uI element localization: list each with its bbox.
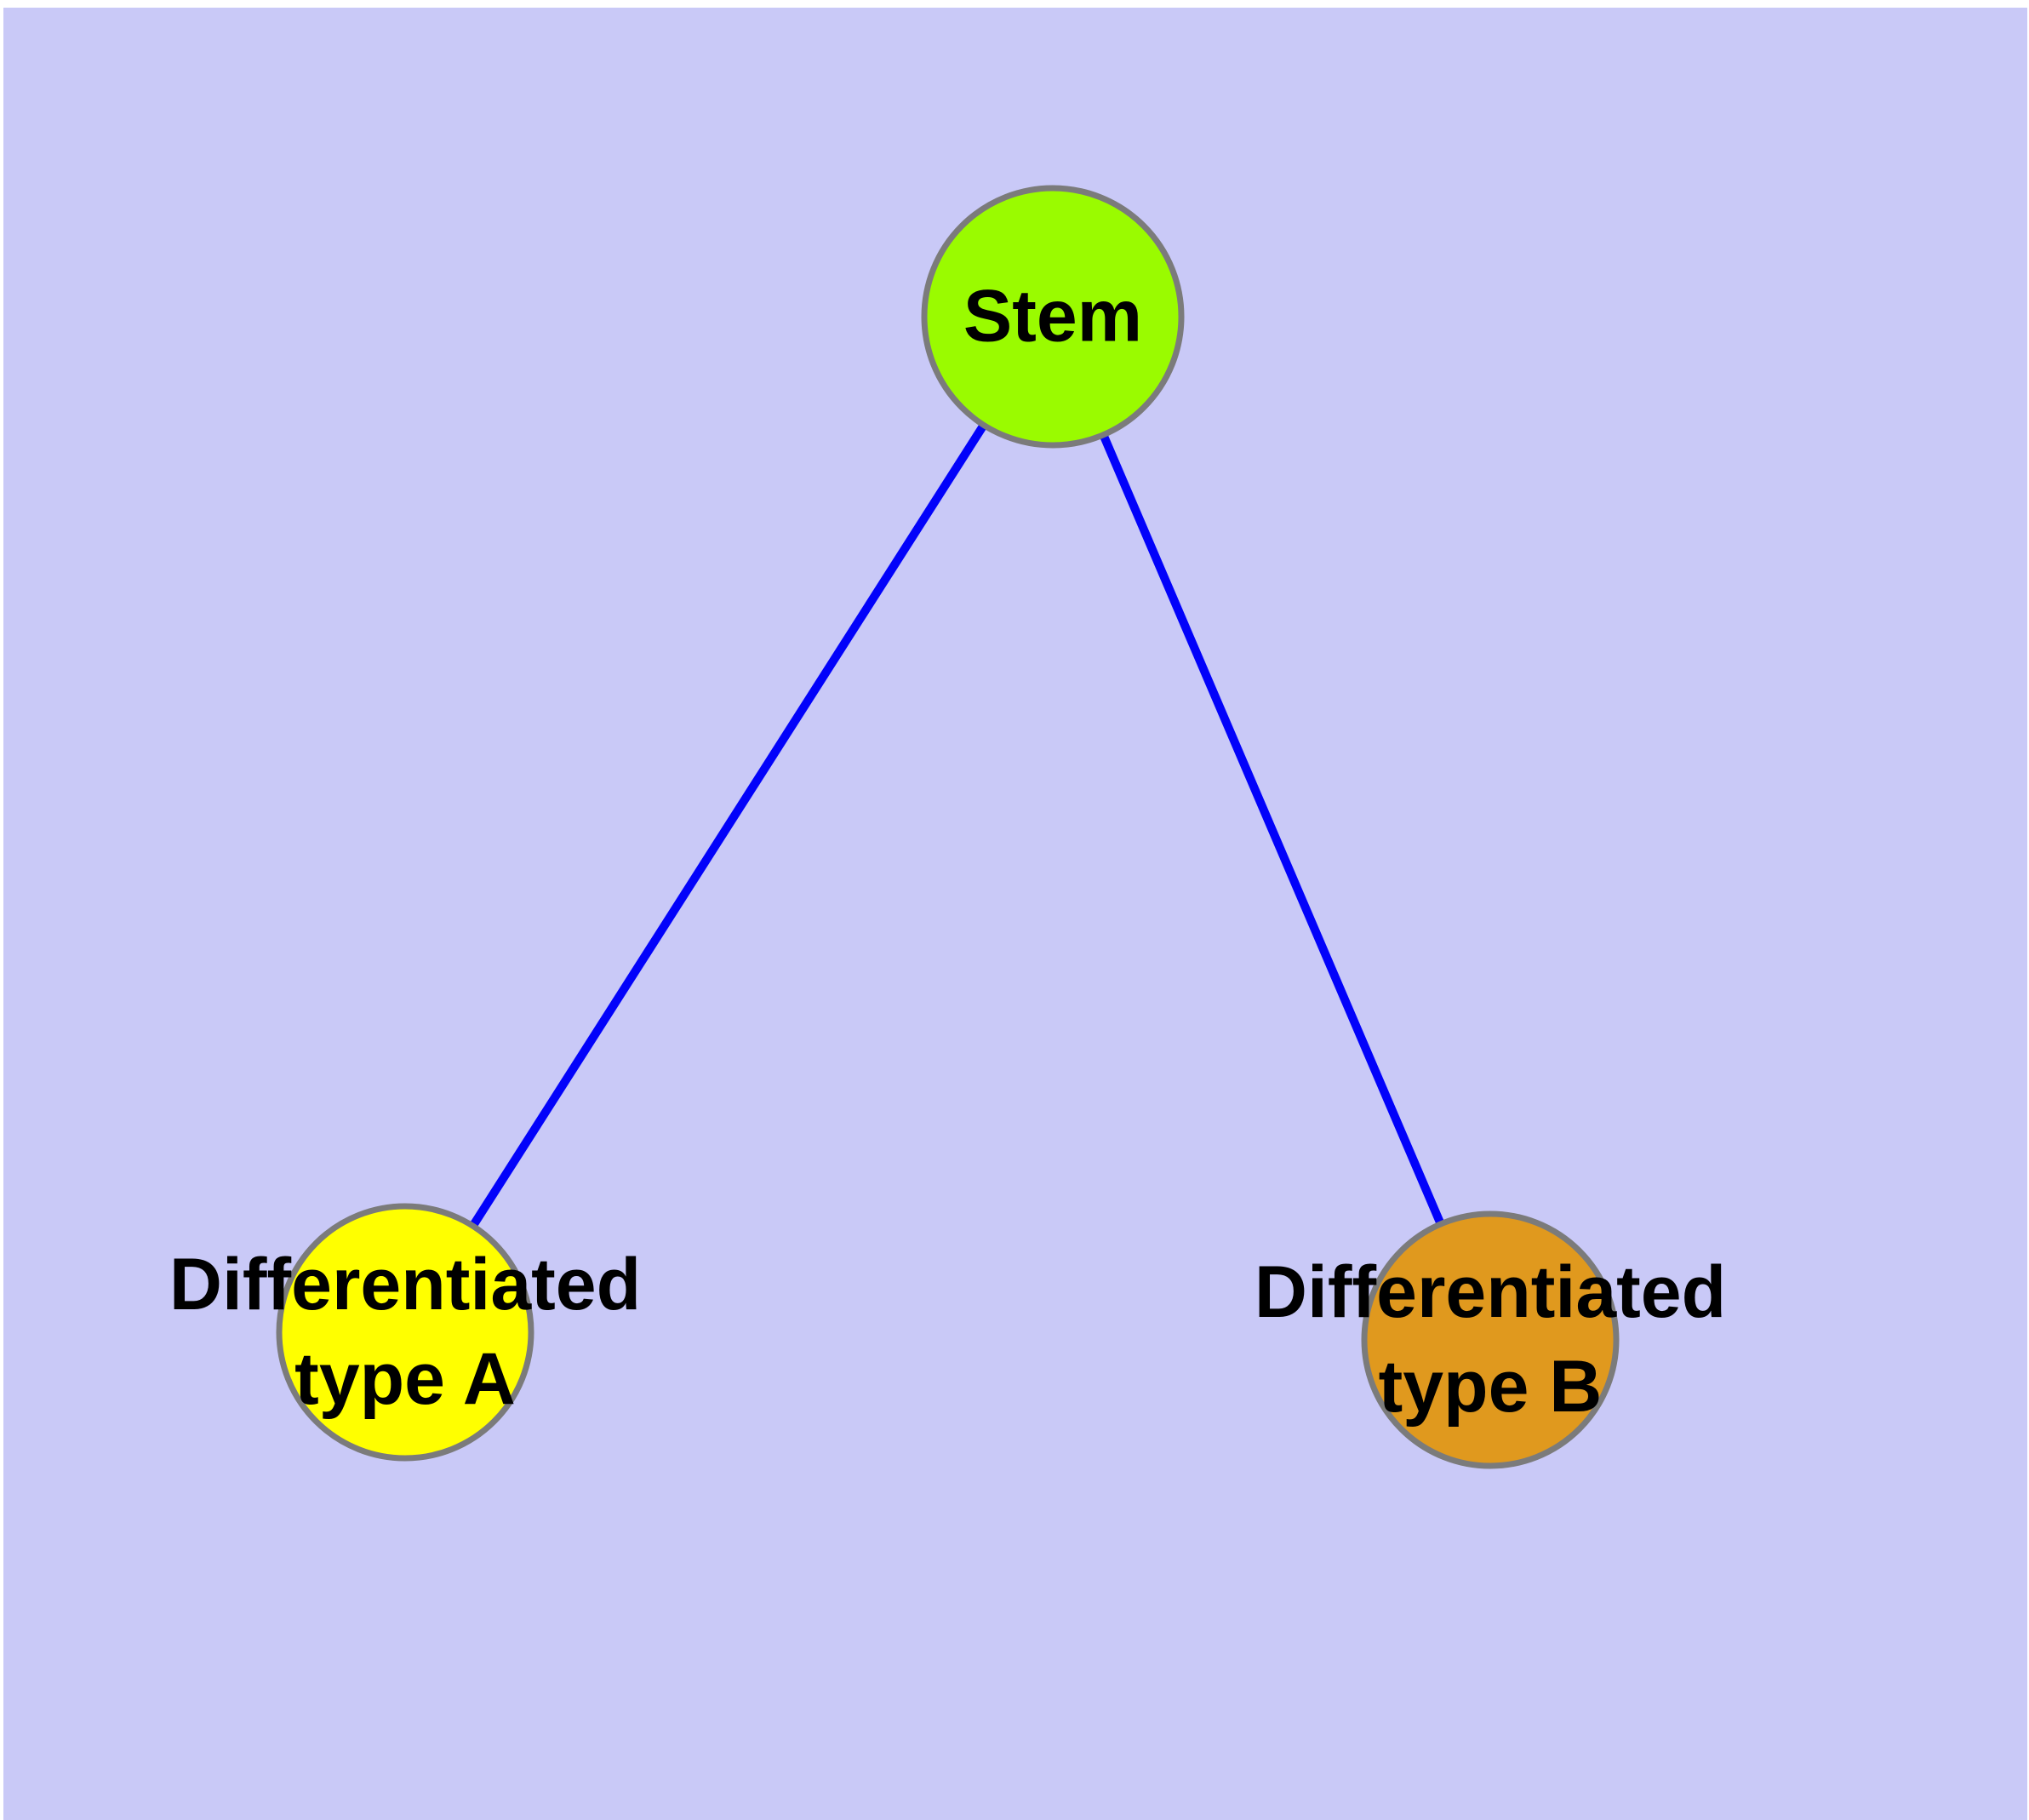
node-type-b <box>1361 1210 1620 1469</box>
edge-stem-to-type-a <box>401 314 1057 1335</box>
node-type-a <box>276 1203 534 1462</box>
edge-stem-to-type-b <box>1049 315 1495 1342</box>
node-stem <box>921 185 1185 449</box>
